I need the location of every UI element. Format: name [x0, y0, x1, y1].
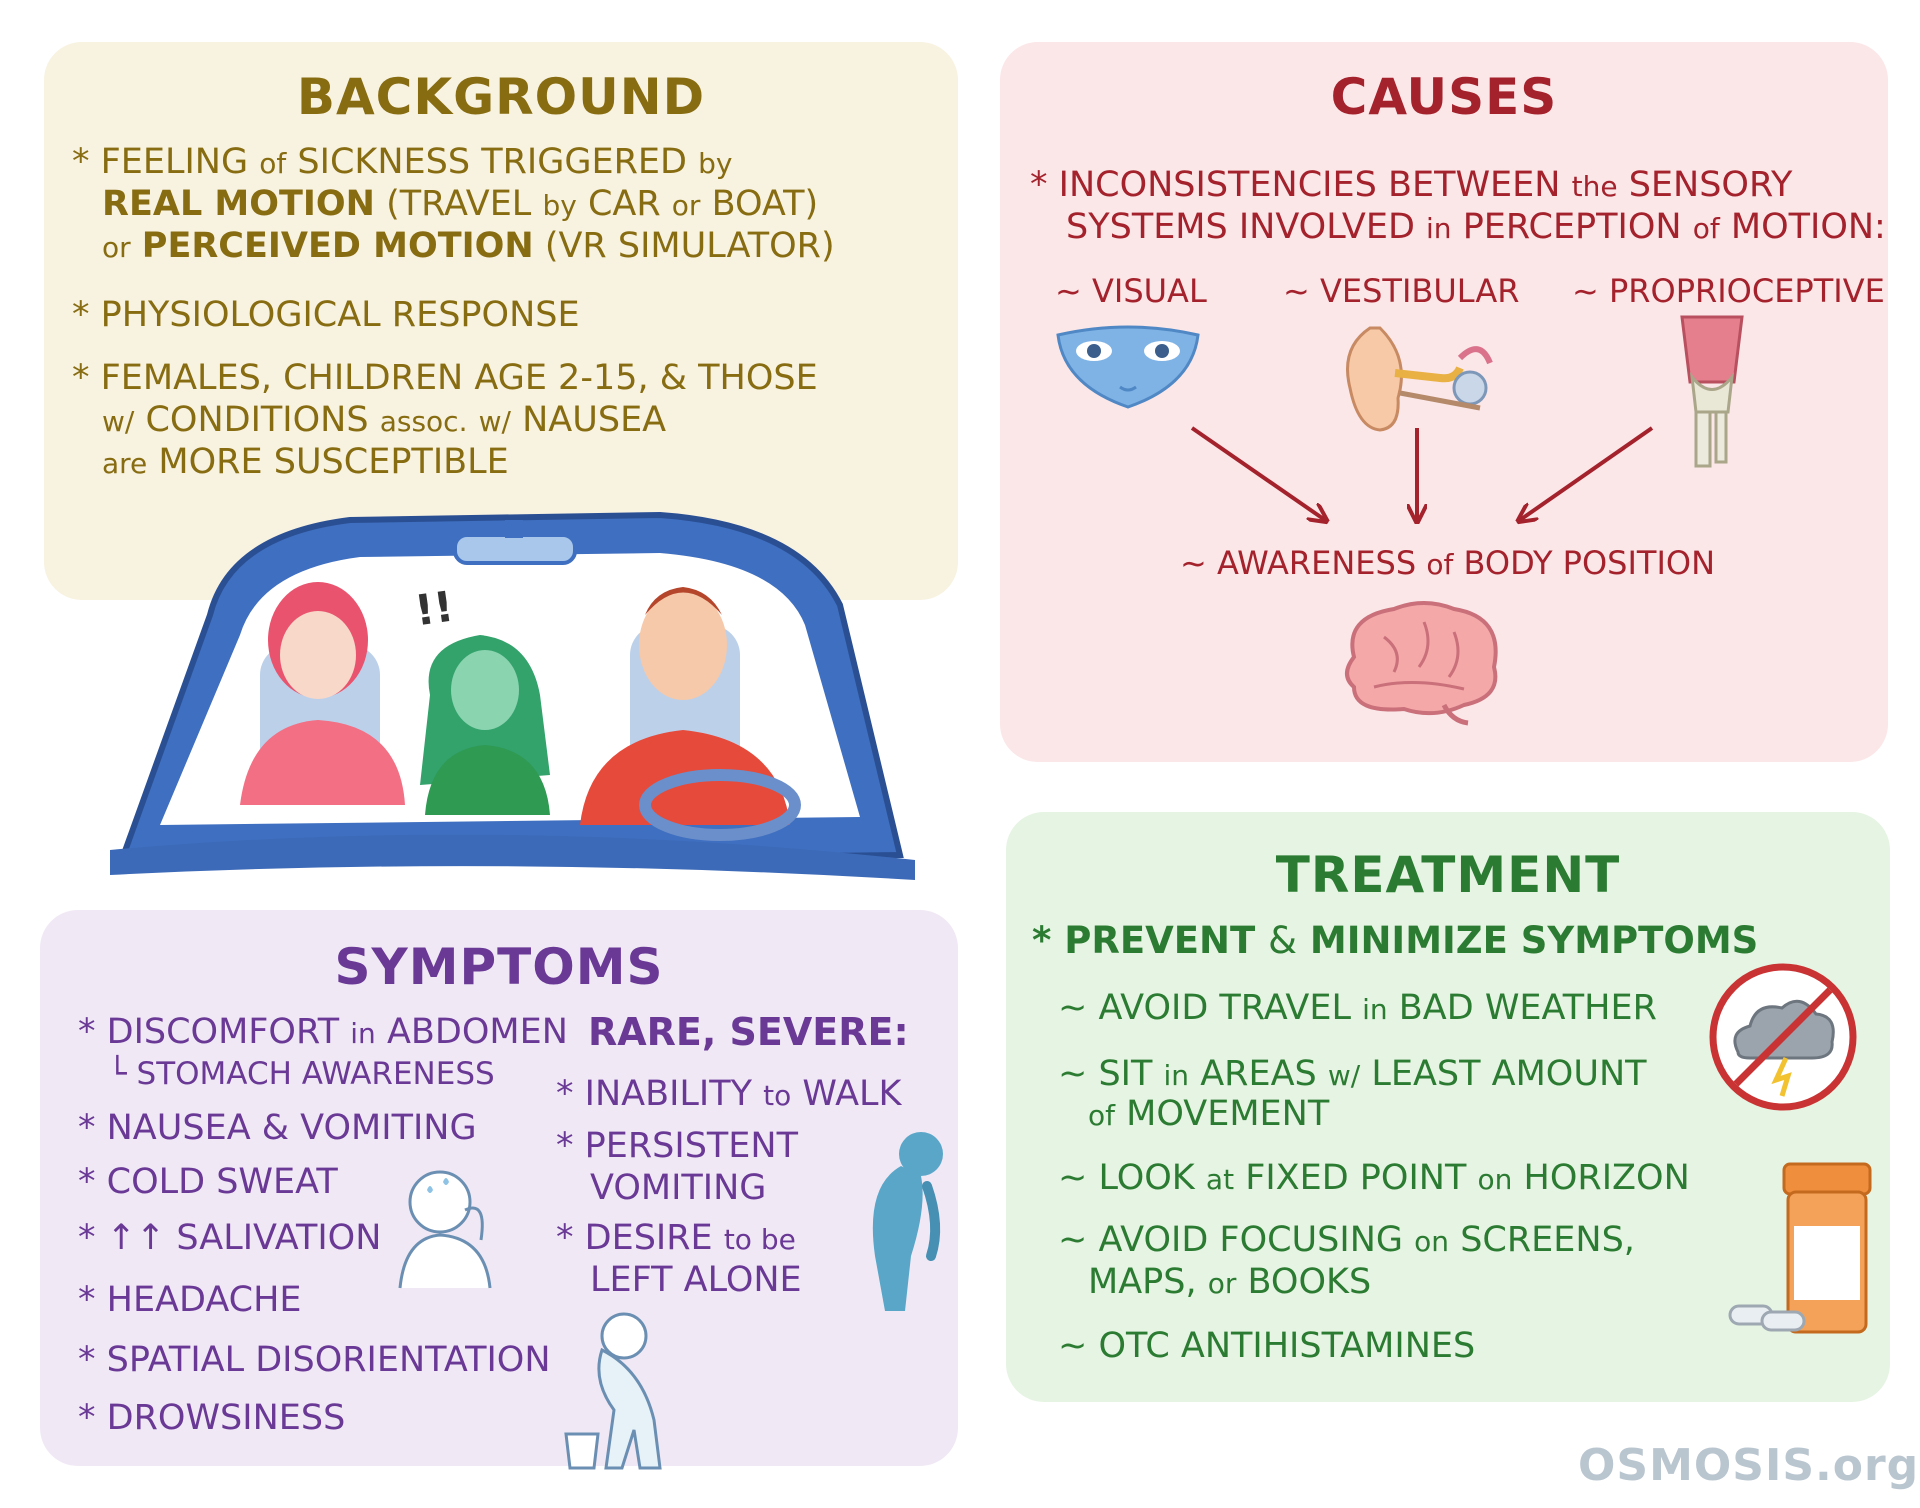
converging-arrows — [1190, 426, 1654, 530]
symptoms-title: SYMPTOMS — [334, 938, 664, 996]
rare-desire-line-1: * DESIRE to be — [556, 1218, 796, 1258]
symptom-spatial-disorientation: * SPATIAL DISORIENTATION — [78, 1340, 551, 1380]
car-illustration — [110, 511, 915, 880]
symptom-discomfort: * DISCOMFORT in ABDOMEN — [78, 1012, 568, 1052]
treatment-panel — [1006, 812, 1890, 1402]
symptom-stomach-awareness: └ STOMACH AWARENESS — [108, 1056, 495, 1092]
treatment-avoid-weather: ~ AVOID TRAVEL in BAD WEATHER — [1058, 988, 1657, 1028]
rare-persistent-line-1: * PERSISTENT — [556, 1126, 798, 1166]
knee-joint-icon — [1680, 315, 1744, 468]
symptom-headache: * HEADACHE — [78, 1280, 302, 1320]
rare-severe-heading: RARE, SEVERE: — [588, 1010, 909, 1054]
treatment-title: TREATMENT — [1275, 846, 1621, 904]
background-point-3-line-3: are MORE SUSCEPTIBLE — [102, 442, 509, 482]
rare-desire-line-2: LEFT ALONE — [590, 1260, 802, 1300]
rare-inability-walk: * INABILITY to WALK — [556, 1074, 902, 1114]
exclamation-mark: !! — [411, 581, 457, 636]
slumped-figure-icon — [872, 1132, 943, 1311]
treatment-sit-line-1: ~ SIT in AREAS w/ LEAST AMOUNT — [1058, 1054, 1647, 1094]
background-point-3-line-2: w/ CONDITIONS assoc. w/ NAUSEA — [102, 400, 667, 440]
background-point-3-line-1: * FEMALES, CHILDREN AGE 2-15, & THOSE — [72, 358, 818, 398]
treatment-antihistamines: ~ OTC ANTIHISTAMINES — [1058, 1326, 1476, 1366]
symptom-salivation: * ↑↑ SALIVATION — [78, 1218, 382, 1258]
causes-title: CAUSES — [1330, 68, 1558, 126]
treatment-sit-line-2: of MOVEMENT — [1088, 1094, 1330, 1134]
no-storm-icon — [1709, 963, 1857, 1111]
treatment-screens-line-2: MAPS, or BOOKS — [1088, 1262, 1372, 1302]
treatment-screens-line-1: ~ AVOID FOCUSING on SCREENS, — [1058, 1220, 1635, 1260]
treatment-horizon: ~ LOOK at FIXED POINT on HORIZON — [1058, 1158, 1690, 1198]
causes-line-1: * INCONSISTENCIES BETWEEN the SENSORY — [1030, 165, 1793, 205]
symptom-nausea: * NAUSEA & VOMITING — [78, 1108, 477, 1148]
label-proprioceptive: ~ PROPRIOCEPTIVE — [1572, 272, 1885, 310]
background-title: BACKGROUND — [296, 68, 706, 126]
symptom-drowsiness: * DROWSINESS — [78, 1398, 346, 1438]
background-panel — [44, 42, 958, 600]
background-point-2: * PHYSIOLOGICAL RESPONSE — [72, 295, 580, 335]
label-vestibular: ~ VESTIBULAR — [1283, 272, 1520, 310]
inner-ear-icon — [1346, 326, 1493, 432]
brain-icon — [1345, 601, 1498, 726]
vomiting-figure-icon — [564, 1312, 662, 1470]
background-point-1-line-2: REAL MOTION (TRAVEL by CAR or BOAT) — [102, 184, 819, 224]
causes-line-2: SYSTEMS INVOLVED in PERCEPTION of MOTION… — [1066, 207, 1886, 247]
rare-persistent-line-2: VOMITING — [590, 1168, 767, 1208]
background-point-1-line-1: * FEELING of SICKNESS TRIGGERED by — [72, 142, 733, 182]
symptoms-panel — [40, 910, 958, 1466]
treatment-main: * PREVENT & MINIMIZE SYMPTOMS — [1032, 919, 1759, 962]
pill-bottle-icon — [1728, 1162, 1872, 1334]
label-visual: ~ VISUAL — [1055, 272, 1207, 310]
face-eyes-icon — [1056, 325, 1200, 409]
background-point-1-line-3: or PERCEIVED MOTION (VR SIMULATOR) — [102, 226, 835, 266]
symptom-cold-sweat: * COLD SWEAT — [78, 1162, 338, 1202]
osmosis-logo: OSMOSIS.org — [1578, 1440, 1920, 1491]
awareness-body-position: ~ AWARENESS of BODY POSITION — [1180, 544, 1716, 582]
sweating-figure-icon — [398, 1170, 492, 1289]
